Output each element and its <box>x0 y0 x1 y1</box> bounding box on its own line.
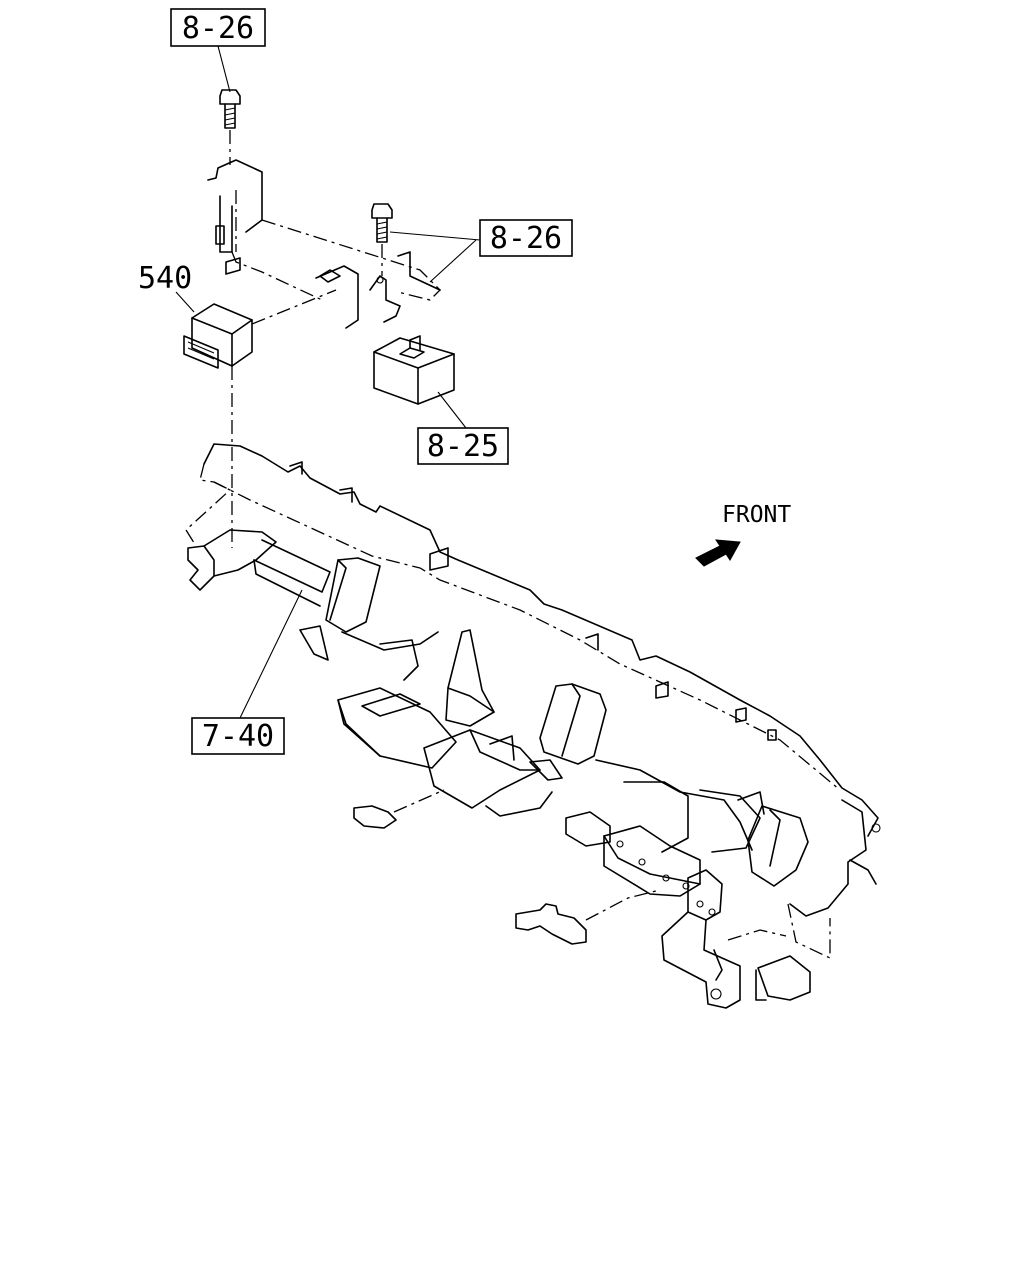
callout-crossmember-label: 7-40 <box>202 719 274 754</box>
callout-relay[interactable]: 8-25 <box>417 427 509 465</box>
bolt-icon <box>219 89 241 129</box>
callout-control-unit-label: 540 <box>138 261 192 296</box>
callout-bolt-top[interactable]: 8-26 <box>170 8 266 47</box>
callout-bolt-top-label: 8-26 <box>182 11 254 46</box>
callout-bolt-right[interactable]: 8-26 <box>479 219 573 257</box>
arrow-up-right-icon <box>695 539 741 567</box>
bolt-icon <box>371 203 393 243</box>
control-unit <box>183 303 253 369</box>
mounting-bracket <box>207 159 441 329</box>
callout-crossmember[interactable]: 7-40 <box>191 717 285 755</box>
relay <box>373 335 455 405</box>
callout-relay-label: 8-25 <box>427 429 499 464</box>
callout-bolt-right-label: 8-26 <box>490 221 562 256</box>
front-direction-label: FRONT <box>722 502 791 528</box>
instrument-panel-crossmember <box>185 443 881 1009</box>
